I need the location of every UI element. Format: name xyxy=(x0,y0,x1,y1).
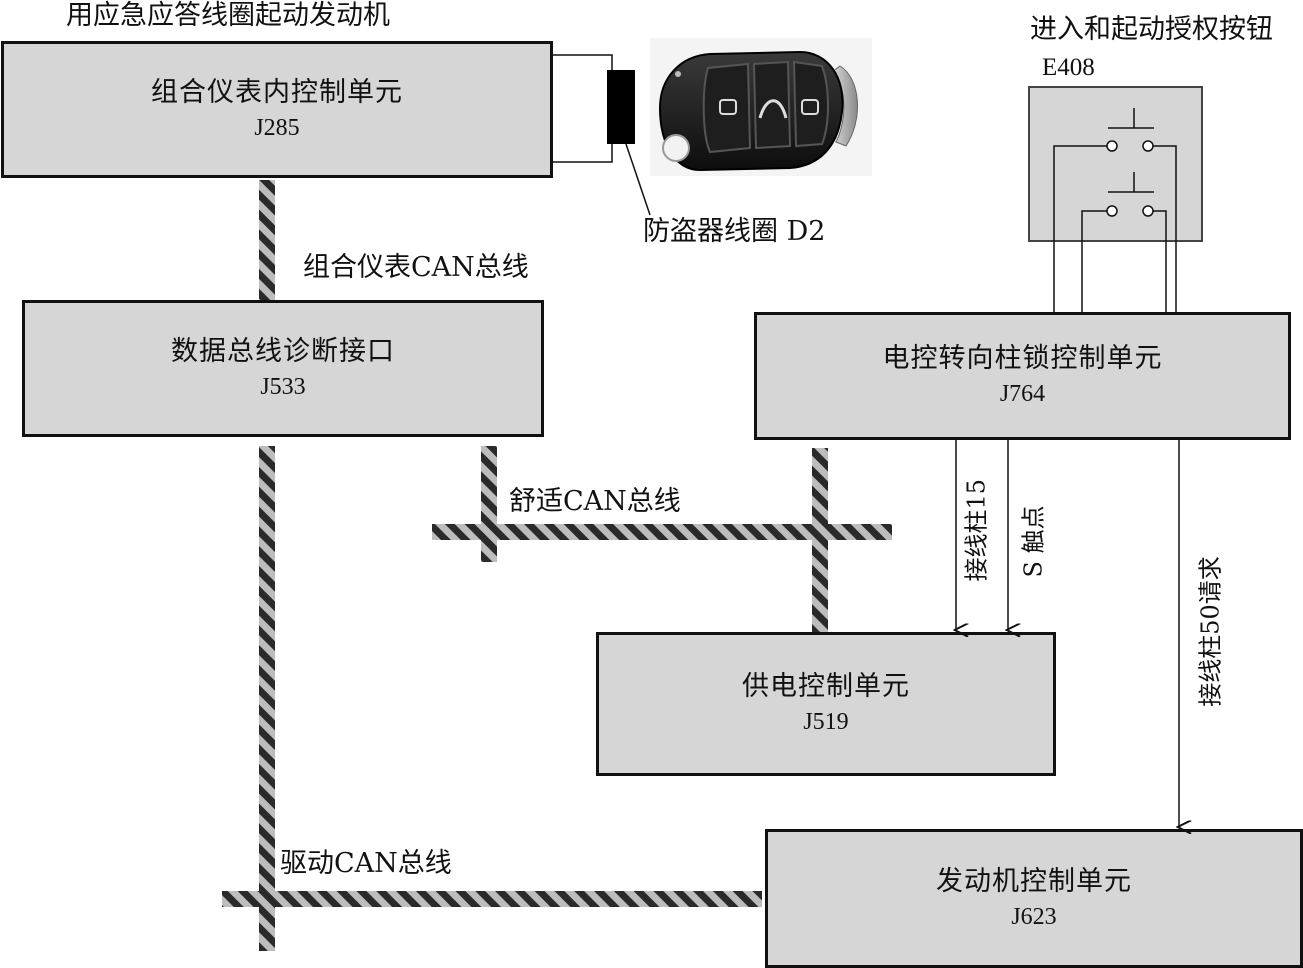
unit-j533-code: J533 xyxy=(260,373,306,400)
comfort-can-bus-stub xyxy=(481,446,497,562)
switch-symbols xyxy=(1053,108,1177,312)
unit-j623-name: 发动机控制单元 xyxy=(936,865,1132,897)
unit-j764: 电控转向柱锁控制单元 J764 xyxy=(754,312,1291,440)
unit-j623-code: J623 xyxy=(1011,903,1057,930)
comfort-can-label: 舒适CAN总线 xyxy=(509,486,681,517)
unit-j533: 数据总线诊断接口 J533 xyxy=(22,300,544,437)
immobilizer-coil-icon xyxy=(607,70,635,144)
unit-j764-code: J764 xyxy=(999,381,1046,407)
drive-can-bus-vertical xyxy=(259,446,275,951)
unit-j285-code: J285 xyxy=(254,114,300,141)
terminal50-label: 接线柱50请求 xyxy=(1196,556,1225,707)
instrument-can-label: 组合仪表CAN总线 xyxy=(303,252,529,283)
button-title: 进入和起动授权按钮 xyxy=(1030,14,1273,45)
coil-wire-bottom xyxy=(553,143,613,163)
terminal15-label: 接线柱15 xyxy=(962,478,991,582)
unit-j764-name: 电控转向柱锁控制单元 xyxy=(882,343,1163,374)
start-authorization-button-panel xyxy=(1028,86,1203,242)
car-key-image xyxy=(650,38,872,176)
comfort-can-bus-horizontal xyxy=(432,524,892,540)
unit-j623: 发动机控制单元 J623 xyxy=(765,829,1303,968)
instrument-can-bus xyxy=(259,180,275,300)
unit-j519-name: 供电控制单元 xyxy=(742,671,910,702)
coil-wire-top xyxy=(553,54,613,70)
unit-j519-code: J519 xyxy=(803,709,849,735)
button-code: E408 xyxy=(1042,54,1095,81)
comfort-can-bus-to-j519 xyxy=(812,448,828,632)
unit-j285: 组合仪表内控制单元 J285 xyxy=(1,41,553,178)
unit-j519: 供电控制单元 J519 xyxy=(596,632,1056,776)
drive-can-bus-horizontal xyxy=(222,891,762,907)
unit-j533-name: 数据总线诊断接口 xyxy=(171,335,395,367)
coil-label: 防盗器线圈 D2 xyxy=(643,216,826,247)
car-key-icon xyxy=(658,50,858,172)
drive-can-label: 驱动CAN总线 xyxy=(280,848,452,879)
s-contact-label: S 触点 xyxy=(1019,505,1048,578)
diagram-title: 用应急应答线圈起动发动机 xyxy=(66,0,390,31)
unit-j285-name: 组合仪表内控制单元 xyxy=(151,76,403,108)
coil-leader-line xyxy=(625,143,651,216)
